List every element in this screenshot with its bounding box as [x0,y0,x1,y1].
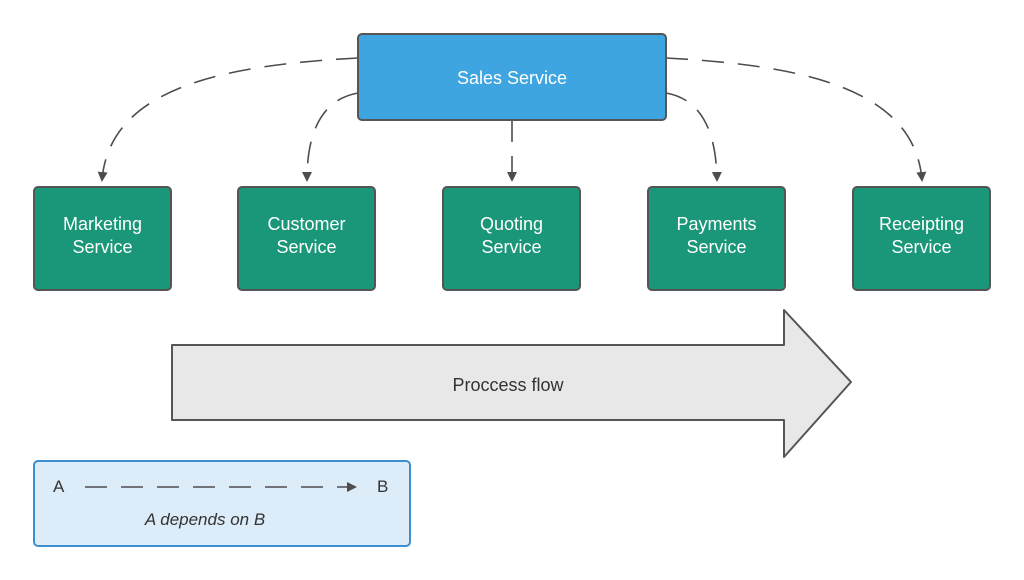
payments-service-node[interactable]: Payments Service [647,186,786,291]
legend-caption: A depends on B [144,510,265,529]
quoting-service-label-line2: Service [481,237,541,257]
receipting-service-label-line1: Receipting [879,214,964,234]
edge-sales-receipting [665,57,927,182]
marketing-service-node[interactable]: Marketing Service [33,186,172,291]
legend-to-label: B [377,477,388,496]
payments-service-label-line1: Payments [676,214,756,234]
legend: A B A depends on B [33,460,411,547]
customer-service-node[interactable]: Customer Service [237,186,376,291]
customer-service-label-line2: Service [276,237,336,257]
edge-sales-payments [665,92,722,182]
receipting-service-node[interactable]: Receipting Service [852,186,991,291]
process-flow-arrow: Proccess flow [171,309,852,458]
process-flow-label: Proccess flow [452,375,564,395]
marketing-service-label-line2: Service [72,237,132,257]
marketing-service-label-line1: Marketing [63,214,142,234]
legend-from-label: A [53,477,65,496]
payments-service-label-line2: Service [686,237,746,257]
receipting-service-label-line2: Service [891,237,951,257]
customer-service-label-line1: Customer [267,214,345,234]
sales-service-node[interactable]: Sales Service [357,33,667,121]
quoting-service-label-line1: Quoting [480,214,543,234]
quoting-service-node[interactable]: Quoting Service [442,186,581,291]
edge-sales-marketing [97,57,359,182]
sales-service-label: Sales Service [457,68,567,88]
edge-sales-customer [302,92,359,182]
